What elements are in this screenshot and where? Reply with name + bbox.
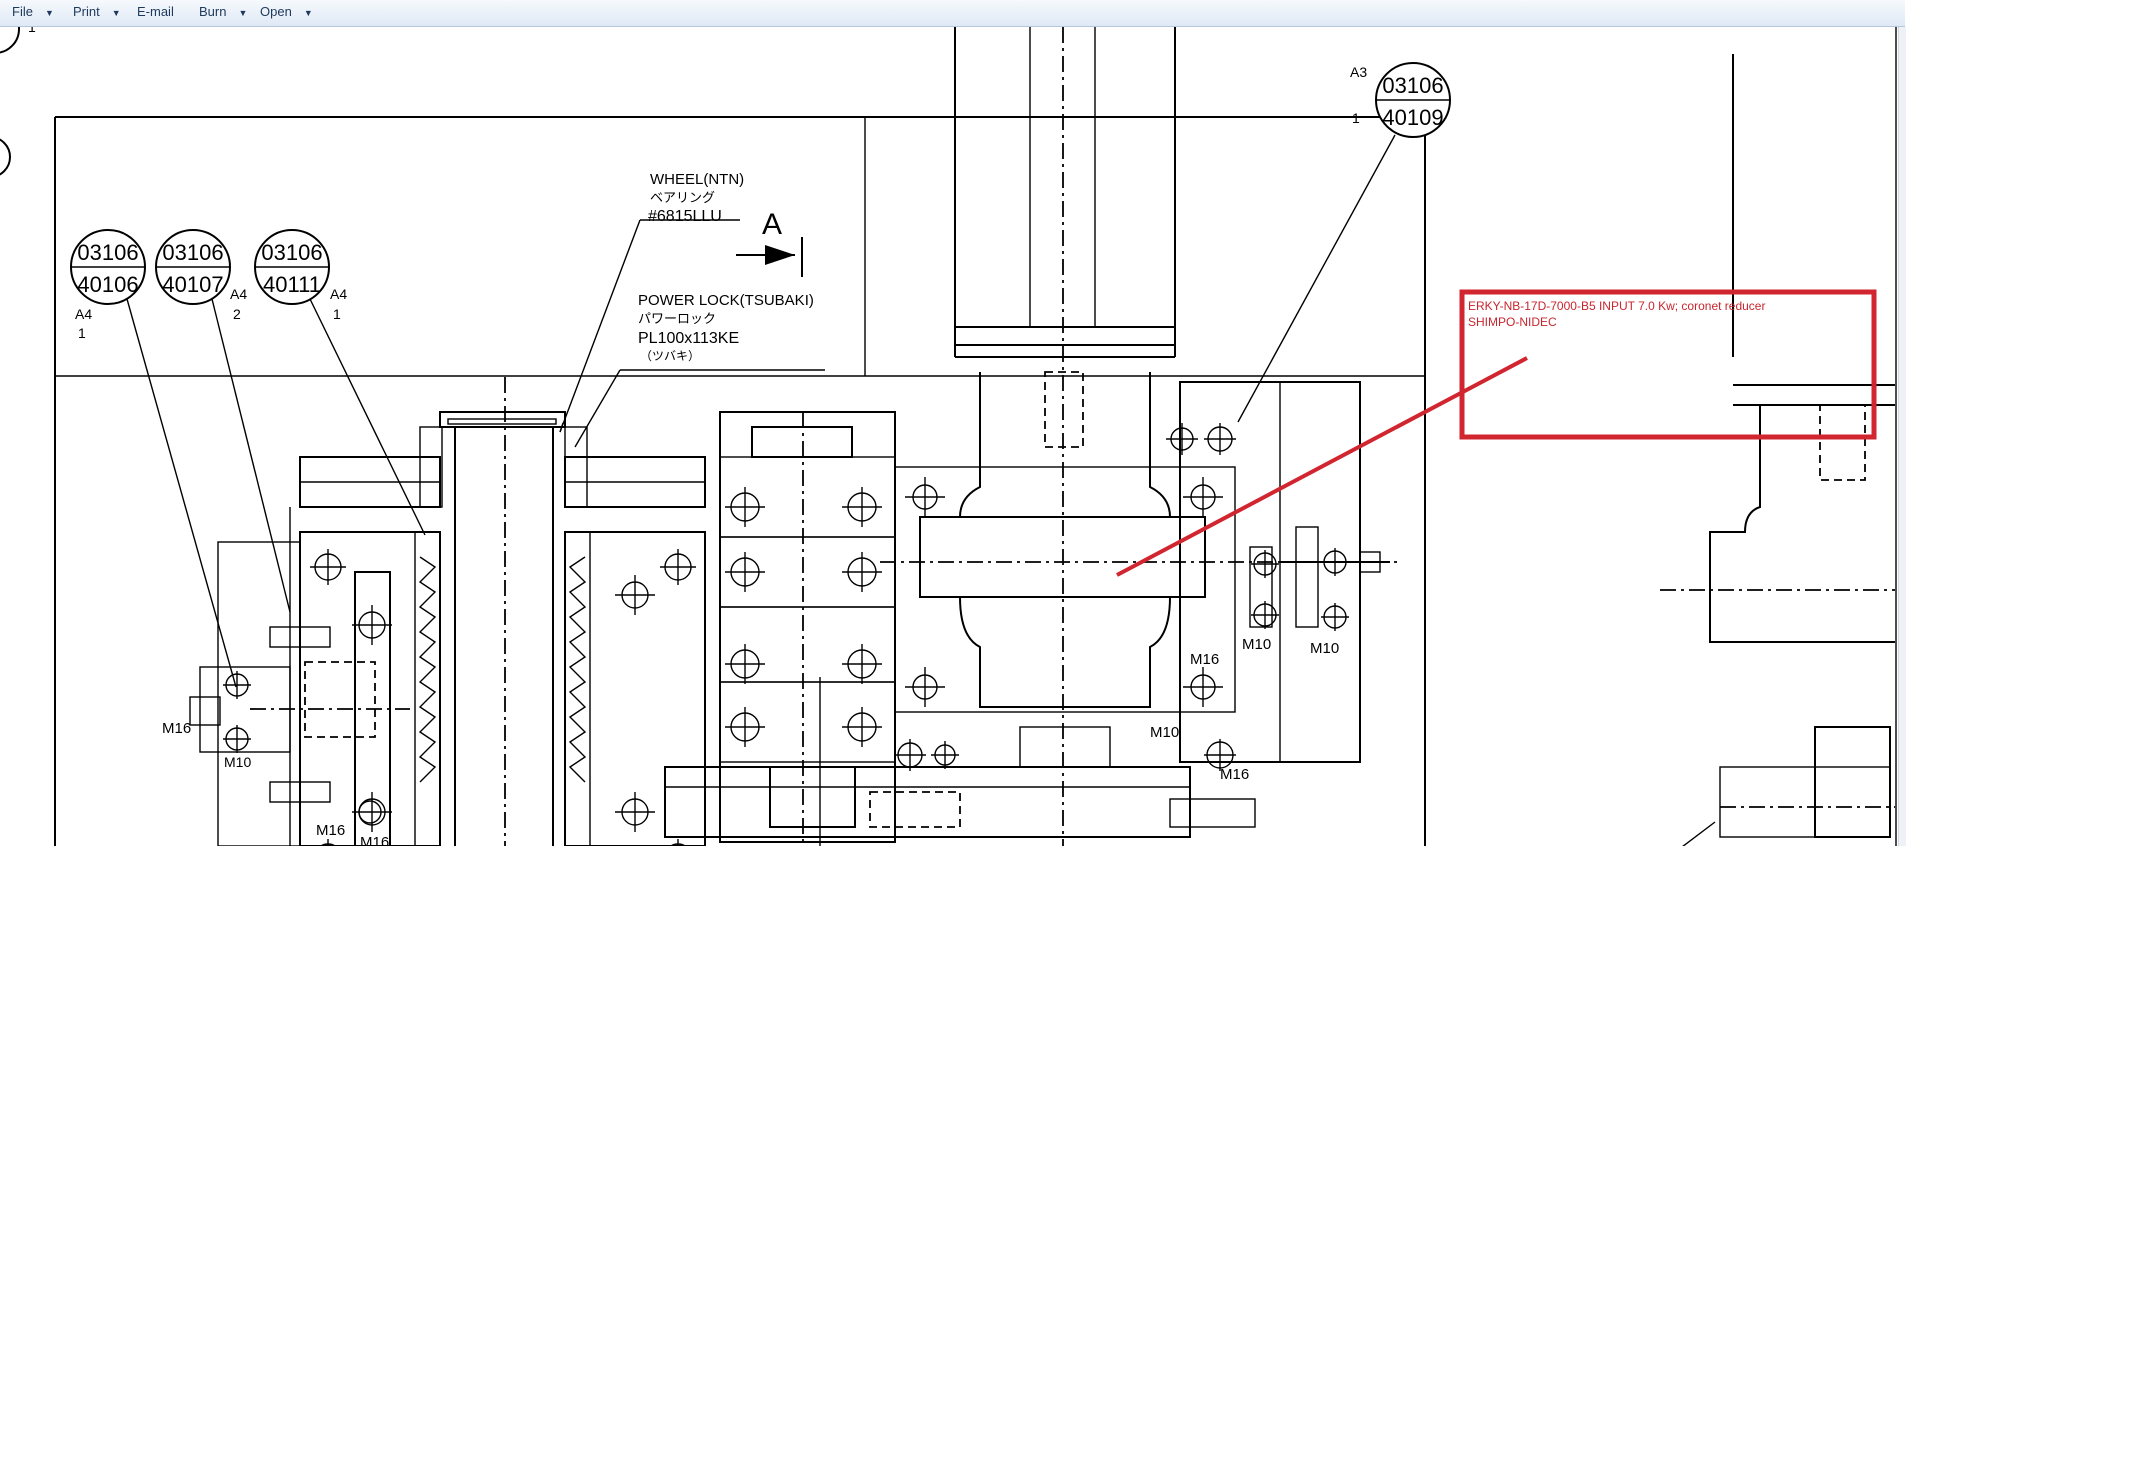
bolt-label: M16 [162, 720, 191, 737]
print-menu[interactable]: Print ▼ [73, 0, 121, 26]
open-menu-label: Open [260, 4, 292, 19]
cropped-bubble-left [0, 138, 11, 176]
cropped-bubble [0, 27, 20, 54]
burn-dropdown-arrow-icon[interactable]: ▼ [238, 8, 248, 18]
engineering-drawing: 1 [0, 27, 1897, 846]
balloon-40111-bottom: 40111 [263, 272, 321, 297]
wheel-callout: WHEEL(NTN) ベアリング #6815LLU [648, 171, 744, 225]
wheel-label-line2: ベアリング [650, 190, 715, 205]
bolt-size-labels: M16 M10 M16 M16 M16 M10 M16 M10 M10 [162, 636, 1339, 846]
balloon-40109-top: 03106 [1382, 73, 1443, 98]
balloon-40107-top: 03106 [162, 240, 223, 265]
frame-lines [54, 116, 1426, 846]
open-menu[interactable]: Open ▼ [260, 0, 313, 26]
bolt-label: M10 [1150, 724, 1179, 741]
leader-lines [126, 134, 1396, 688]
bolt-label: M10 [1310, 640, 1339, 657]
balloon-40107: 03106 40107 A4 2 [155, 229, 247, 322]
file-dropdown-arrow-icon[interactable]: ▼ [44, 8, 54, 18]
power-lock-callout: POWER LOCK(TSUBAKI) パワーロック PL100x113KE （… [638, 292, 814, 363]
bolt-holes [223, 423, 1349, 846]
section-marker: A [736, 208, 803, 277]
balloon-40109-qty: 1 [1352, 110, 1360, 126]
balloon-40107-sheet: A4 [230, 286, 247, 302]
balloon-40106-top: 03106 [77, 240, 138, 265]
print-menu-label: Print [73, 4, 100, 19]
bolt-label: M16 [1220, 766, 1249, 783]
part-balloons: 03106 40106 A4 1 03106 40107 A4 2 03106 … [70, 62, 1451, 341]
gear-teeth [418, 556, 587, 783]
center-shaft-assembly [299, 377, 706, 846]
power-lock-line2: パワーロック [638, 311, 716, 326]
section-marker-letter: A [762, 208, 782, 241]
annotation-box [1459, 289, 1877, 440]
balloon-40106-bottom: 40106 [77, 272, 138, 297]
top-left-fragment-text: 1 [28, 27, 36, 35]
file-menu-label: File [12, 4, 33, 19]
balloon-40107-qty: 2 [233, 306, 241, 322]
second-view [1660, 27, 1897, 846]
email-menu-label: E-mail [137, 4, 174, 19]
bolt-label: M16 [1190, 651, 1219, 668]
power-lock-line4: （ツバキ） [640, 349, 700, 363]
burn-menu[interactable]: Burn ▼ [199, 0, 247, 26]
right-mounting-plate [1179, 381, 1390, 763]
balloon-40109-bottom: 40109 [1382, 105, 1443, 130]
motor-column [880, 27, 1400, 846]
balloon-40107-bottom: 40107 [162, 272, 223, 297]
balloon-40109-sheet: A3 [1350, 64, 1367, 80]
annotation-line2: SHIMPO-NIDEC [1468, 315, 1557, 329]
print-dropdown-arrow-icon[interactable]: ▼ [111, 8, 121, 18]
balloon-40111-qty: 1 [333, 306, 341, 322]
bolt-label: M10 [224, 754, 251, 770]
vertical-scrollbar[interactable] [1898, 27, 1906, 846]
balloon-40111: 03106 40111 A4 1 [254, 229, 347, 322]
image-viewer[interactable]: 1 [0, 27, 1905, 846]
balloon-40106: 03106 40106 A4 1 [70, 229, 146, 341]
email-menu[interactable]: E-mail [137, 0, 174, 26]
balloon-40111-top: 03106 [261, 240, 322, 265]
open-dropdown-arrow-icon[interactable]: ▼ [303, 8, 313, 18]
menu-bar: File ▼ Print ▼ E-mail Burn ▼ Open ▼ [0, 0, 1905, 27]
power-lock-line3: PL100x113KE [638, 330, 739, 347]
balloon-40109: 03106 40109 A3 1 [1350, 62, 1451, 138]
left-bracket [189, 541, 410, 846]
bolt-label: M16 [316, 822, 345, 839]
bolt-label: M10 [1242, 636, 1271, 653]
balloon-40111-sheet: A4 [330, 286, 347, 302]
power-lock-line1: POWER LOCK(TSUBAKI) [638, 292, 814, 309]
bearing-housings [664, 411, 1256, 846]
bolt-label: M16 [360, 834, 389, 846]
wheel-label-line1: WHEEL(NTN) [650, 171, 744, 188]
balloon-40106-qty: 1 [78, 325, 86, 341]
annotation-line1: ERKY-NB-17D-7000-B5 INPUT 7.0 Kw; corone… [1468, 299, 1766, 313]
annotation-pointer-line [1116, 356, 1528, 577]
annotation-text: ERKY-NB-17D-7000-B5 INPUT 7.0 Kw; corone… [1468, 298, 1868, 330]
file-menu[interactable]: File ▼ [12, 0, 54, 26]
wheel-label-line3: #6815LLU [648, 208, 722, 225]
red-annotation [1116, 289, 1877, 577]
burn-menu-label: Burn [199, 4, 227, 19]
balloon-40106-sheet: A4 [75, 306, 92, 322]
